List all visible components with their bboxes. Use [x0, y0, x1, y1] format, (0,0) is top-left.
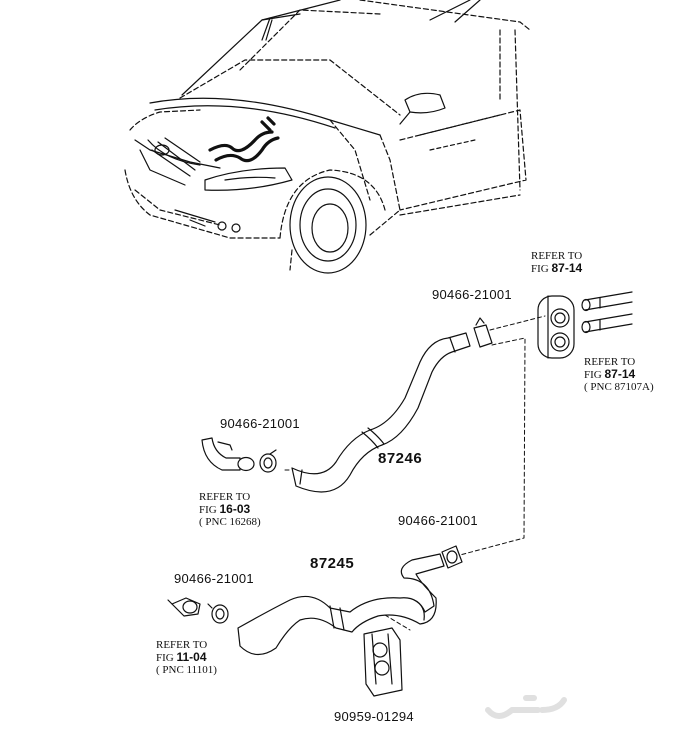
clamp-top	[473, 317, 493, 348]
refer-text: REFER TO	[199, 491, 251, 503]
refer-label-top: REFER TO FIG 87-14	[531, 250, 582, 275]
refer-text: REFER TO	[531, 250, 583, 262]
car-illustration	[124, 0, 531, 274]
clamp-left-low	[207, 603, 229, 624]
pipe-16-03	[201, 437, 255, 472]
pnc-text: ( PNC 16268)	[199, 516, 261, 528]
heater-core-pipes	[581, 291, 633, 334]
pipe-11-04	[167, 597, 201, 617]
hose-87245	[237, 553, 445, 656]
part-number-clamp-left-mid: 90466-21001	[220, 416, 300, 431]
hose-clip	[363, 627, 403, 697]
fig-prefix: FIG	[199, 504, 217, 516]
refer-label-right: REFER TO FIG 87-14 ( PNC 87107A)	[584, 356, 654, 393]
grommet	[537, 295, 575, 359]
part-number-hose-87246: 87246	[378, 450, 423, 467]
fig-prefix: FIG	[584, 369, 602, 381]
part-number-clamp-right-low: 90466-21001	[398, 513, 478, 528]
fig-number: 87-14	[604, 367, 636, 381]
fig-number: 16-03	[219, 502, 251, 516]
pnc-text: ( PNC 87107A)	[584, 381, 654, 393]
hose-87246	[291, 332, 471, 493]
leader-lines	[284, 315, 546, 631]
refer-text: REFER TO	[584, 356, 636, 368]
part-number-hose-87245: 87245	[310, 555, 355, 572]
refer-label-low: REFER TO FIG 11-04 ( PNC 11101)	[156, 639, 217, 676]
part-number-clamp-top: 90466-21001	[432, 287, 512, 302]
pnc-text: ( PNC 11101)	[156, 664, 217, 676]
refer-label-mid: REFER TO FIG 16-03 ( PNC 16268)	[199, 491, 261, 528]
clamp-left-mid	[259, 449, 277, 473]
clamp-right-low	[441, 545, 463, 569]
refer-text: REFER TO	[156, 639, 208, 651]
haraj-watermark-logo	[485, 695, 567, 719]
part-number-clip: 90959-01294	[334, 709, 414, 724]
part-number-clamp-left-low: 90466-21001	[174, 571, 254, 586]
fig-prefix: FIG	[156, 652, 174, 664]
fig-prefix: FIG	[531, 263, 549, 275]
fig-number: 87-14	[551, 261, 583, 275]
fig-number: 11-04	[176, 650, 207, 664]
hose-location-marker	[208, 116, 280, 163]
